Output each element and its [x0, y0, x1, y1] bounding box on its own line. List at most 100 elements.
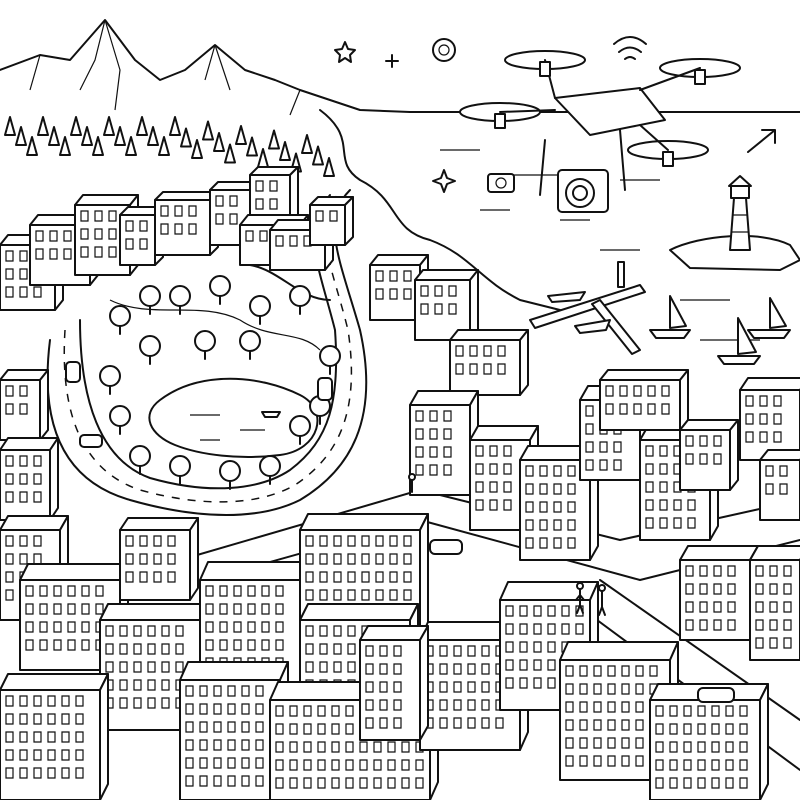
window — [566, 720, 573, 730]
roof — [20, 564, 128, 580]
building-side — [100, 674, 108, 800]
window — [176, 626, 183, 636]
window — [376, 572, 383, 582]
building-wall — [680, 430, 730, 490]
window — [162, 662, 169, 672]
pond — [149, 379, 317, 457]
window — [580, 666, 587, 676]
window — [568, 520, 575, 530]
window — [566, 702, 573, 712]
roof — [750, 546, 800, 560]
window — [402, 742, 409, 752]
pine-tree — [104, 117, 114, 135]
window — [318, 760, 325, 770]
window — [228, 776, 235, 786]
building — [680, 546, 758, 640]
window — [760, 414, 767, 424]
window — [534, 642, 541, 652]
window — [430, 447, 437, 457]
window — [332, 742, 339, 752]
window — [140, 239, 147, 249]
window — [362, 572, 369, 582]
window — [490, 482, 497, 492]
roof — [680, 420, 738, 430]
window — [714, 566, 721, 576]
window — [96, 586, 103, 596]
pier — [530, 262, 645, 354]
window — [206, 640, 213, 650]
window — [756, 620, 763, 630]
window — [444, 465, 451, 475]
window — [306, 590, 313, 600]
window — [228, 722, 235, 732]
window — [594, 738, 601, 748]
window — [670, 724, 677, 734]
window — [68, 640, 75, 650]
roof — [370, 255, 428, 265]
window — [34, 696, 41, 706]
window — [498, 346, 505, 356]
window — [262, 604, 269, 614]
window — [404, 536, 411, 546]
window — [106, 644, 113, 654]
window — [20, 768, 27, 778]
window — [34, 768, 41, 778]
window — [534, 606, 541, 616]
window — [728, 602, 735, 612]
pine-tree — [280, 142, 290, 160]
window — [526, 466, 533, 476]
window — [686, 566, 693, 576]
building — [760, 450, 800, 520]
window — [404, 590, 411, 600]
window — [126, 239, 133, 249]
window — [290, 742, 297, 752]
pine-tree — [148, 127, 158, 145]
window — [746, 396, 753, 406]
roof — [180, 662, 288, 680]
tree — [290, 286, 310, 306]
window — [106, 662, 113, 672]
window — [62, 714, 69, 724]
window — [646, 464, 653, 474]
window — [580, 684, 587, 694]
window — [206, 586, 213, 596]
roof — [560, 642, 678, 660]
window — [608, 666, 615, 676]
window — [186, 704, 193, 714]
pine-tree — [247, 138, 257, 156]
window — [234, 622, 241, 632]
window — [76, 714, 83, 724]
window — [134, 644, 141, 654]
window — [566, 666, 573, 676]
window — [416, 411, 423, 421]
window — [82, 586, 89, 596]
window — [712, 760, 719, 770]
window — [256, 686, 263, 696]
pine-tree — [214, 133, 224, 151]
window — [206, 622, 213, 632]
pine-tree — [16, 127, 26, 145]
window — [670, 760, 677, 770]
window — [306, 644, 313, 654]
building-side — [40, 370, 48, 440]
window — [520, 606, 527, 616]
window — [40, 604, 47, 614]
window — [214, 740, 221, 750]
window — [176, 662, 183, 672]
building-side — [730, 420, 738, 490]
window — [20, 732, 27, 742]
window — [454, 664, 461, 674]
window — [380, 664, 387, 674]
window — [482, 646, 489, 656]
roof — [0, 674, 108, 690]
window — [334, 626, 341, 636]
window — [256, 758, 263, 768]
window — [490, 446, 497, 456]
window — [376, 536, 383, 546]
window — [220, 586, 227, 596]
window — [554, 466, 561, 476]
window — [390, 289, 397, 299]
window — [154, 572, 161, 582]
window — [6, 269, 13, 279]
buildings — [0, 167, 800, 800]
